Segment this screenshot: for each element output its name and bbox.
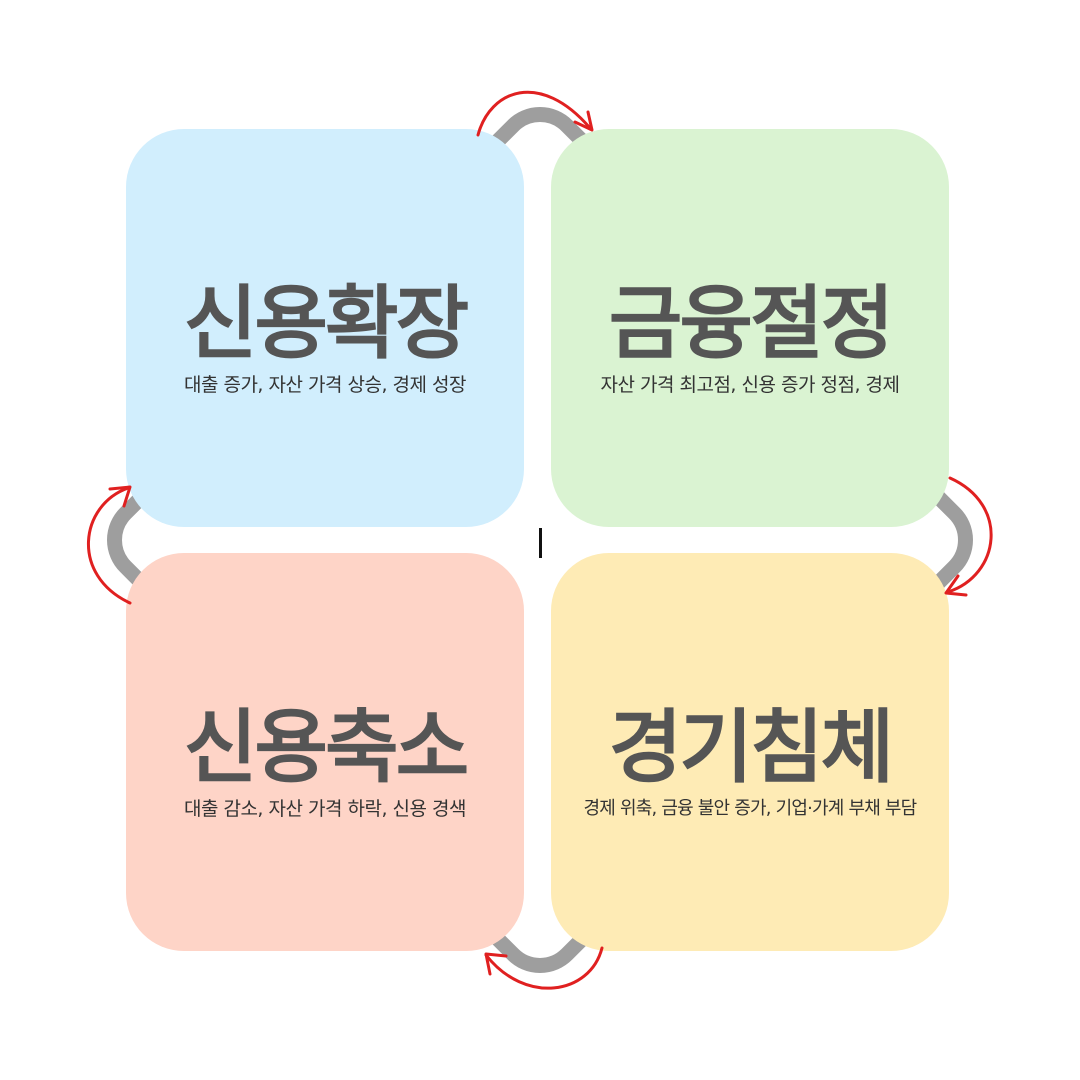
phase-desc-contraction: 대출 감소, 자산 가격 하락, 신용 경색	[183, 798, 467, 820]
phase-desc-peak: 자산 가격 최고점, 신용 증가 정점, 경제	[600, 374, 900, 396]
arrow-expansion-to-peak	[476, 90, 594, 137]
arrow-recession-to-contraction	[484, 946, 604, 990]
text-cursor-mark	[539, 528, 542, 558]
phase-desc-expansion: 대출 증가, 자산 가격 상승, 경제 성장	[183, 374, 467, 396]
phase-card-expansion: 신용확장 대출 증가, 자산 가격 상승, 경제 성장	[126, 129, 524, 527]
arrow-contraction-to-expansion	[87, 485, 132, 605]
phase-title-peak: 금융절정	[608, 277, 894, 370]
phase-card-recession: 경기침체 경제 위축, 금융 불안 증가, 기업·가계 부채 부담	[551, 553, 949, 951]
phase-title-expansion: 신용확장	[183, 277, 469, 370]
arrow-peak-to-recession	[944, 476, 993, 597]
phase-title-recession: 경기침체	[608, 701, 894, 794]
phase-desc-recession: 경제 위축, 금융 불안 증가, 기업·가계 부채 부담	[583, 798, 918, 819]
phase-card-contraction: 신용축소 대출 감소, 자산 가격 하락, 신용 경색	[126, 553, 524, 951]
phase-card-peak: 금융절정 자산 가격 최고점, 신용 증가 정점, 경제	[551, 129, 949, 527]
phase-title-contraction: 신용축소	[183, 701, 469, 794]
